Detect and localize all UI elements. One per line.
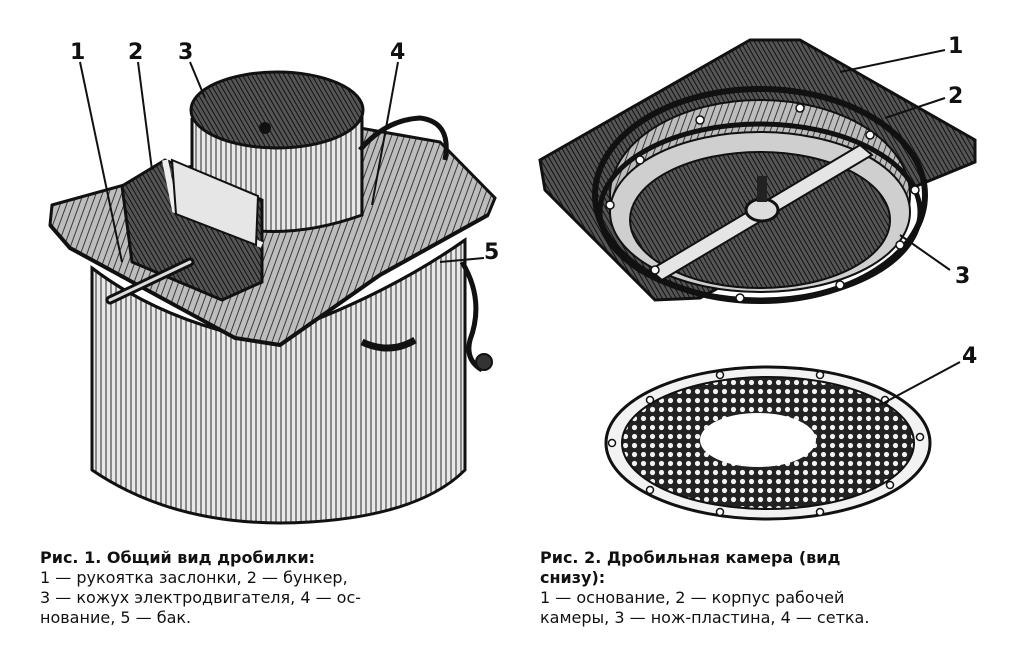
crusher-drawing [48,61,497,525]
fig1-caption-line: нование, 5 — бак. [40,608,192,627]
fig2-caption: Рис. 2. Дробильная камера (вид снизу): 1… [540,548,1010,628]
fig2-caption-line: камеры, 3 — нож-пластина, 4 — сетка. [540,608,870,627]
fig1-caption-line: 1 — рукоятка заслонки, 2 — бункер, [40,568,348,587]
fig2-caption-line: 1 — основание, 2 — корпус рабочей [540,588,845,607]
fig1-label-3: 3 [178,40,194,65]
fig2-label-2: 2 [948,84,964,109]
hopper [120,158,264,302]
fig2-caption-line: снизу): [540,568,606,587]
fig1-label-4: 4 [390,40,406,65]
power-cable [358,115,484,373]
fig1-label-1: 1 [70,40,86,65]
fig2-label-1: 1 [948,34,964,59]
fig1-caption-title: Рис. 1. Общий вид дробилки: [40,548,316,567]
fig2-label-4: 4 [962,344,978,369]
sieve [604,365,932,521]
fig2-caption-title: Рис. 2. Дробильная камера (вид [540,548,841,567]
fig1-caption-line: 3 — кожух электродвигателя, 4 — ос- [40,588,362,607]
fig2-label-3: 3 [955,264,971,289]
chamber-drawing [538,38,977,521]
fig1-label-5: 5 [484,240,500,265]
fig1-caption: Рис. 1. Общий вид дробилки: 1 — рукоятка… [40,548,500,628]
fig1-label-2: 2 [128,40,144,65]
